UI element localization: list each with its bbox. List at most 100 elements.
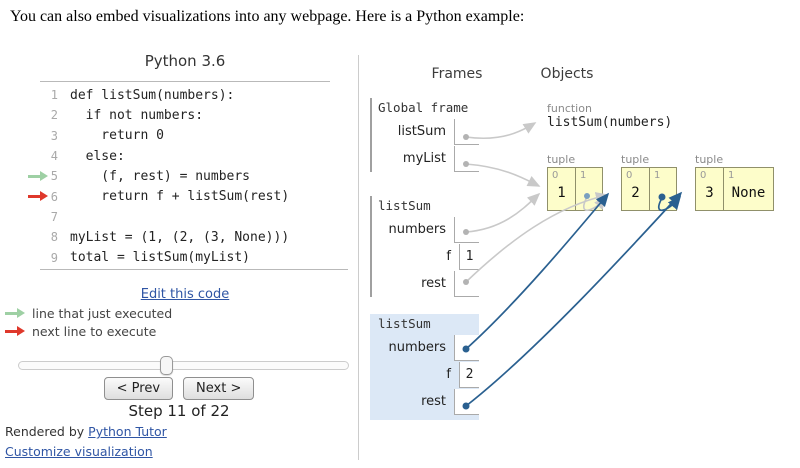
code-text: def listSum(numbers): — [70, 87, 235, 103]
cell-value: 1 — [557, 185, 566, 201]
frame-label: listSum — [378, 198, 431, 213]
cell-index: 1 — [654, 170, 661, 181]
code-line-7: 7 — [0, 207, 350, 227]
next-line-arrow-icon — [27, 191, 48, 202]
code-display: 1 def listSum(numbers): 2 if not numbers… — [0, 85, 350, 268]
cell-index: 1 — [580, 170, 587, 181]
cell-value: 2 — [631, 185, 640, 201]
code-text: return 0 — [70, 128, 164, 144]
just-executed-arrow-icon — [5, 308, 25, 319]
tuple-object-1: 0 1 1 — [547, 167, 603, 211]
rendered-by-line: Rendered by Python Tutor — [5, 424, 167, 439]
variable-name: f — [446, 367, 451, 382]
code-line-9: 9 total = listSum(myList) — [0, 247, 350, 267]
just-executed-arrow-icon — [27, 170, 48, 182]
listsum-frame-1: listSum numbers f 1 rest — [370, 196, 479, 297]
cell-index: 0 — [626, 170, 633, 181]
next-button[interactable]: Next > — [183, 377, 255, 400]
panel-divider — [358, 55, 359, 460]
listsum-frame-2-active: listSum numbers f 2 rest — [370, 314, 479, 420]
global-frame: Global frame listSum myList — [370, 98, 479, 172]
tuple-object-2: 0 2 1 — [621, 167, 677, 211]
code-text: else: — [70, 148, 125, 164]
code-text: if not numbers: — [70, 107, 204, 123]
variable-row: f 1 — [378, 243, 479, 270]
cell-index: 0 — [552, 170, 559, 181]
prev-button[interactable]: < Prev — [103, 377, 174, 400]
step-slider-track[interactable] — [18, 361, 349, 370]
variable-row: myList — [378, 145, 479, 172]
line-number: 9 — [50, 250, 58, 265]
legend-label: next line to execute — [32, 324, 157, 339]
tuple-cell: 0 1 — [548, 168, 575, 210]
line-number: 4 — [50, 149, 58, 164]
arrow-frame2-numbers-to-tuple2 — [465, 192, 610, 350]
variable-name: myList — [402, 151, 446, 166]
code-language-title: Python 3.6 — [144, 52, 226, 70]
cell-value: None — [731, 185, 766, 201]
objects-header: Objects — [540, 66, 594, 82]
code-line-2: 2 if not numbers: — [0, 105, 350, 125]
edit-code-link[interactable]: Edit this code — [140, 287, 230, 302]
variable-name: rest — [421, 394, 446, 409]
line-number: 7 — [50, 209, 58, 224]
cell-index: 0 — [700, 170, 707, 181]
tuple-pointer-cell: 1 — [575, 168, 602, 210]
code-line-1: 1 def listSum(numbers): — [0, 85, 350, 105]
step-counter: Step 11 of 22 — [128, 402, 230, 420]
tuple-type-label: tuple — [695, 153, 724, 166]
tuple-type-label: tuple — [547, 153, 576, 166]
value-cell: 2 — [459, 361, 479, 388]
cell-value: 3 — [705, 185, 714, 201]
pointer-cell — [454, 118, 479, 145]
line-number: 2 — [50, 108, 58, 123]
line-number: 5 — [50, 169, 58, 184]
tuple-object-3: 0 3 1 None — [695, 167, 774, 211]
frame-label: listSum — [378, 316, 431, 331]
pointer-cell — [454, 388, 479, 415]
next-line-arrow-icon — [5, 326, 25, 337]
function-type-label: function — [547, 102, 592, 115]
code-text: (f, rest) = numbers — [70, 168, 251, 184]
code-text: myList = (1, (2, (3, None))) — [70, 229, 290, 245]
code-line-8: 8 myList = (1, (2, (3, None))) — [0, 227, 350, 247]
step-slider-handle[interactable] — [160, 356, 173, 375]
line-number: 6 — [50, 189, 58, 204]
pointer-cell — [454, 270, 479, 297]
variable-row: rest — [378, 388, 479, 415]
intro-text: You can also embed visualizations into a… — [10, 8, 525, 25]
code-top-divider — [40, 81, 330, 82]
legend-just-executed: line that just executed — [5, 306, 172, 321]
variable-name: listSum — [397, 124, 446, 139]
code-text: total = listSum(myList) — [70, 250, 251, 266]
variable-row: f 2 — [378, 361, 479, 388]
variable-row: listSum — [378, 118, 479, 145]
pointer-cell — [454, 145, 479, 172]
frames-header: Frames — [431, 66, 483, 82]
code-line-4: 4 else: — [0, 146, 350, 166]
legend-label: line that just executed — [32, 306, 173, 321]
variable-row: rest — [378, 270, 479, 297]
legend-next-line: next line to execute — [5, 324, 156, 339]
variable-row: numbers — [378, 216, 479, 243]
line-number: 3 — [50, 128, 58, 143]
arrow-frame2-rest-to-tuple3 — [465, 191, 683, 407]
python-tutor-link[interactable]: Python Tutor — [88, 424, 167, 439]
function-object: listSum(numbers) — [547, 115, 673, 130]
pointer-cell — [454, 334, 479, 361]
tuple-pointer-cell: 1 — [649, 168, 676, 210]
code-text: return f + listSum(rest) — [70, 189, 290, 205]
code-line-6: 6 return f + listSum(rest) — [0, 186, 350, 206]
line-number: 8 — [50, 230, 58, 245]
cell-index: 1 — [728, 170, 735, 181]
frame-label: Global frame — [378, 100, 469, 115]
variable-name: numbers — [388, 340, 446, 355]
customize-visualization-link[interactable]: Customize visualization — [5, 444, 153, 459]
pointer-cell — [454, 216, 479, 243]
variable-row: numbers — [378, 334, 479, 361]
code-line-5: 5 (f, rest) = numbers — [0, 166, 350, 186]
tuple-type-label: tuple — [621, 153, 650, 166]
value-cell: 1 — [459, 243, 479, 270]
code-bottom-divider — [40, 269, 348, 270]
